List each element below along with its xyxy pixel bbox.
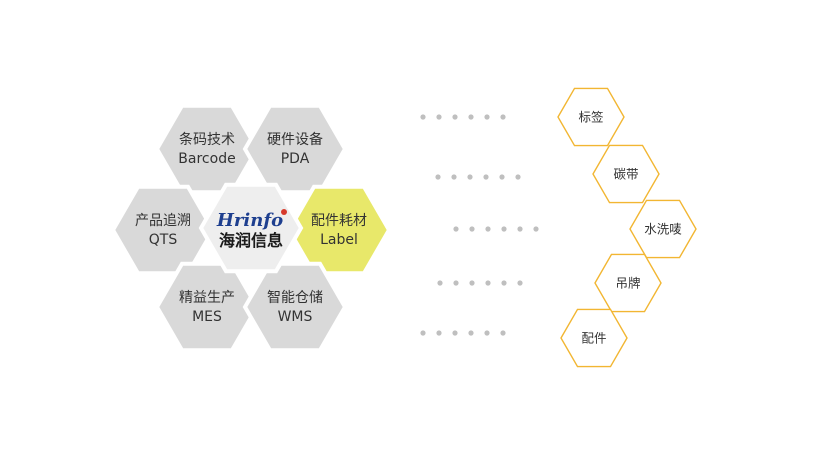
connector-dot (468, 330, 474, 336)
hexagon-mes: 精益生产 MES (154, 261, 260, 353)
connector-dot (499, 174, 505, 180)
connector-dot (515, 174, 521, 180)
connector-dot (469, 226, 475, 232)
hexagon-barcode-title: 条码技术 (179, 131, 235, 148)
hexagon-barcode-shape (154, 103, 260, 195)
connector-dot (469, 280, 475, 286)
connector-dot (468, 114, 474, 120)
logo-chinese-text: 海润信息 (219, 231, 283, 250)
center-hex: Hrinfo 海润信息 (198, 182, 304, 274)
consumable-tandai: 碳带 (592, 144, 660, 204)
consumable-biaoqian-shape (557, 87, 625, 147)
connector-dot (483, 174, 489, 180)
hexagon-wms-shape (242, 261, 348, 353)
hexagon-label-title: 配件耗材 (311, 213, 367, 229)
hexagon-mes-code: MES (192, 309, 222, 325)
hex-cluster: 条码技术 Barcode 硬件设备 PDA 产品追溯 QTS 配件耗材 Label 精益生产 ME… (110, 103, 392, 353)
connector-dot (501, 280, 507, 286)
hexagon-label-code: Label (320, 232, 358, 248)
connector-dot (436, 114, 442, 120)
hexagon-mes-title: 精益生产 (179, 290, 235, 306)
consumable-shuiximan-label: 水洗唛 (644, 222, 682, 237)
hexagon-label-shape (286, 184, 392, 276)
connector-dot (453, 226, 459, 232)
hexagon-mes-shape (154, 261, 260, 353)
consumable-tandai-shape (592, 144, 660, 204)
connector-dot (451, 174, 457, 180)
hexagon-pda-title: 硬件设备 (267, 131, 323, 148)
consumable-peijian: 配件 (560, 308, 628, 368)
connector-dot (467, 174, 473, 180)
connector-dots (420, 114, 539, 336)
connector-dot (484, 114, 490, 120)
hexagon-qts-shape (110, 184, 216, 276)
dot-row (420, 330, 506, 336)
consumable-peijian-label: 配件 (581, 331, 606, 346)
hexagon-qts: 产品追溯 QTS (110, 184, 216, 276)
consumable-biaoqian: 标签 (557, 87, 625, 147)
hexagon-barcode: 条码技术 Barcode (154, 103, 260, 195)
hexagon-pda: 硬件设备 PDA (242, 103, 348, 195)
consumable-tandai-label: 碳带 (613, 167, 638, 182)
hexagon-pda-code: PDA (281, 151, 310, 167)
connector-dot (500, 114, 506, 120)
connector-dot (453, 280, 459, 286)
hexagon-wms: 智能仓储 WMS (242, 261, 348, 353)
dot-row (435, 174, 521, 180)
connector-dot (420, 114, 426, 120)
connector-dot (452, 114, 458, 120)
consumable-diaopai-label: 吊牌 (615, 276, 640, 291)
hexagon-wms-title: 智能仓储 (267, 290, 323, 306)
connector-dot (533, 226, 539, 232)
connector-dot (485, 226, 491, 232)
hexagon-pda-shape (242, 103, 348, 195)
hexagon-qts-title: 产品追溯 (135, 213, 191, 229)
hexagon-wms-code: WMS (278, 309, 313, 325)
connector-dot (437, 280, 443, 286)
center-hexagon (198, 182, 304, 274)
consumable-biaoqian-label: 标签 (578, 110, 604, 125)
connector-dot (501, 226, 507, 232)
hexagon-label: 配件耗材 Label (286, 184, 392, 276)
dot-row (420, 114, 506, 120)
connector-dot (517, 280, 523, 286)
connector-dot (485, 280, 491, 286)
dot-row (453, 226, 539, 232)
consumable-peijian-shape (560, 308, 628, 368)
connector-dot (452, 330, 458, 336)
hexagon-barcode-code: Barcode (178, 151, 235, 167)
hexagon-qts-code: QTS (149, 232, 178, 248)
logo-latin-text: Hrinfo (216, 210, 283, 231)
connector-dot (436, 330, 442, 336)
connector-dot (435, 174, 441, 180)
consumable-diaopai: 吊牌 (594, 253, 662, 313)
dot-row (437, 280, 523, 286)
registered-mark-icon (281, 209, 287, 215)
connector-dot (420, 330, 426, 336)
connector-dot (484, 330, 490, 336)
consumable-shuiximan: 水洗唛 (629, 199, 697, 259)
connector-dot (500, 330, 506, 336)
connector-dot (517, 226, 523, 232)
